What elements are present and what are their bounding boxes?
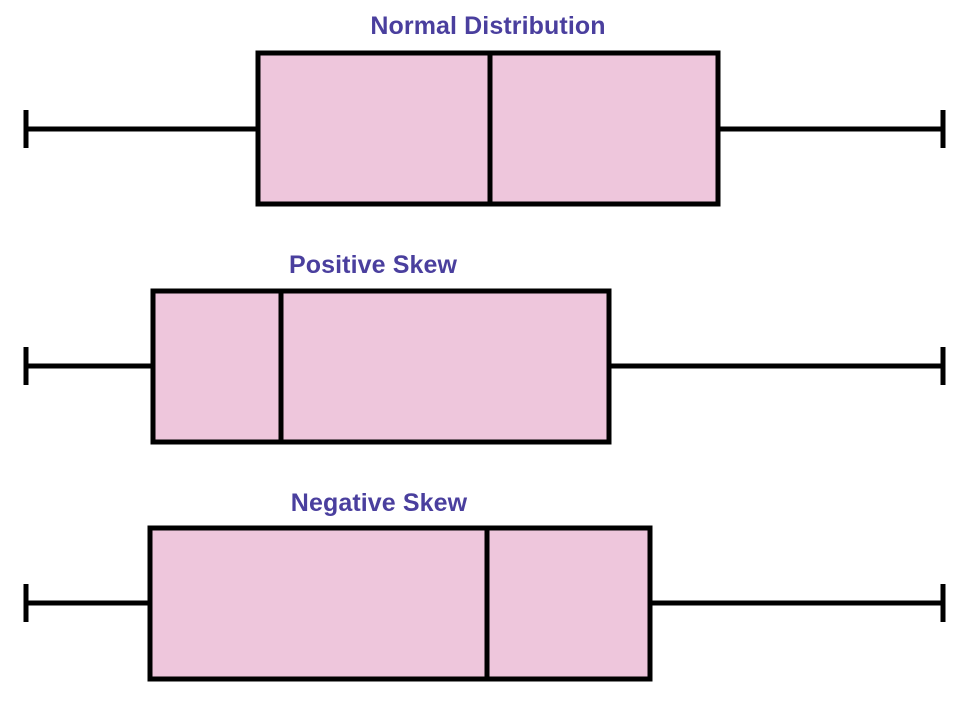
panel-title-negative-skew: Negative Skew: [290, 489, 468, 517]
boxplot-group: [23, 50, 946, 207]
box-iqr: [150, 288, 612, 445]
panel-title-normal-distribution: Normal Distribution: [370, 12, 606, 40]
box-iqr: [147, 525, 653, 682]
panel-title-positive-skew: Positive Skew: [288, 251, 458, 279]
boxplot-group: [23, 288, 946, 445]
boxplot-group: [23, 525, 946, 682]
